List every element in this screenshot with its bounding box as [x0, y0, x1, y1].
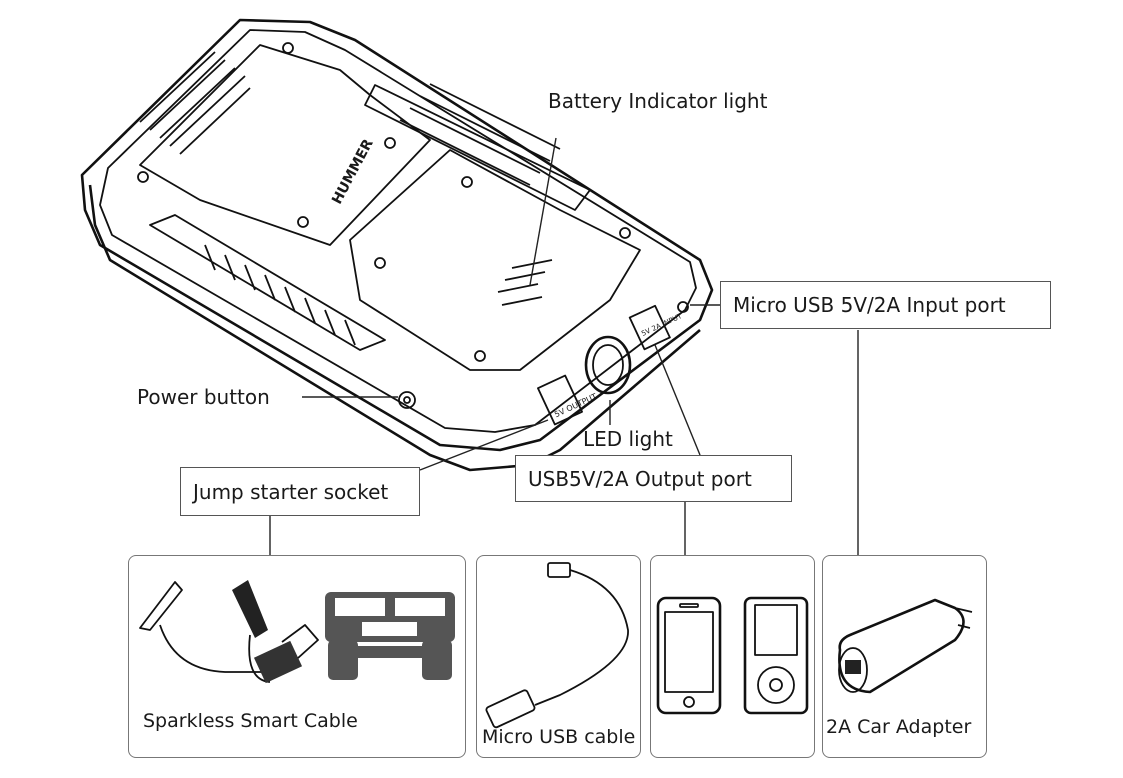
micro-usb-input-label: Micro USB 5V/2A Input port	[720, 281, 1051, 329]
jump-starter-socket-label: Jump starter socket	[180, 467, 420, 516]
jump-starter-device	[80, 18, 714, 472]
usb-output-label: USB5V/2A Output port	[515, 455, 792, 502]
led-light-label: LED light	[583, 427, 673, 451]
car-adapter-label: 2A Car Adapter	[826, 716, 972, 738]
leader-lines	[269, 137, 859, 556]
sparkless-cable-label: Sparkless Smart Cable	[143, 710, 358, 732]
accessory-panel-output-devices	[650, 555, 815, 758]
micro-usb-cable-label: Micro USB cable	[482, 726, 636, 748]
power-button-label: Power button	[137, 385, 270, 409]
battery-indicator-label: Battery Indicator light	[548, 89, 768, 113]
